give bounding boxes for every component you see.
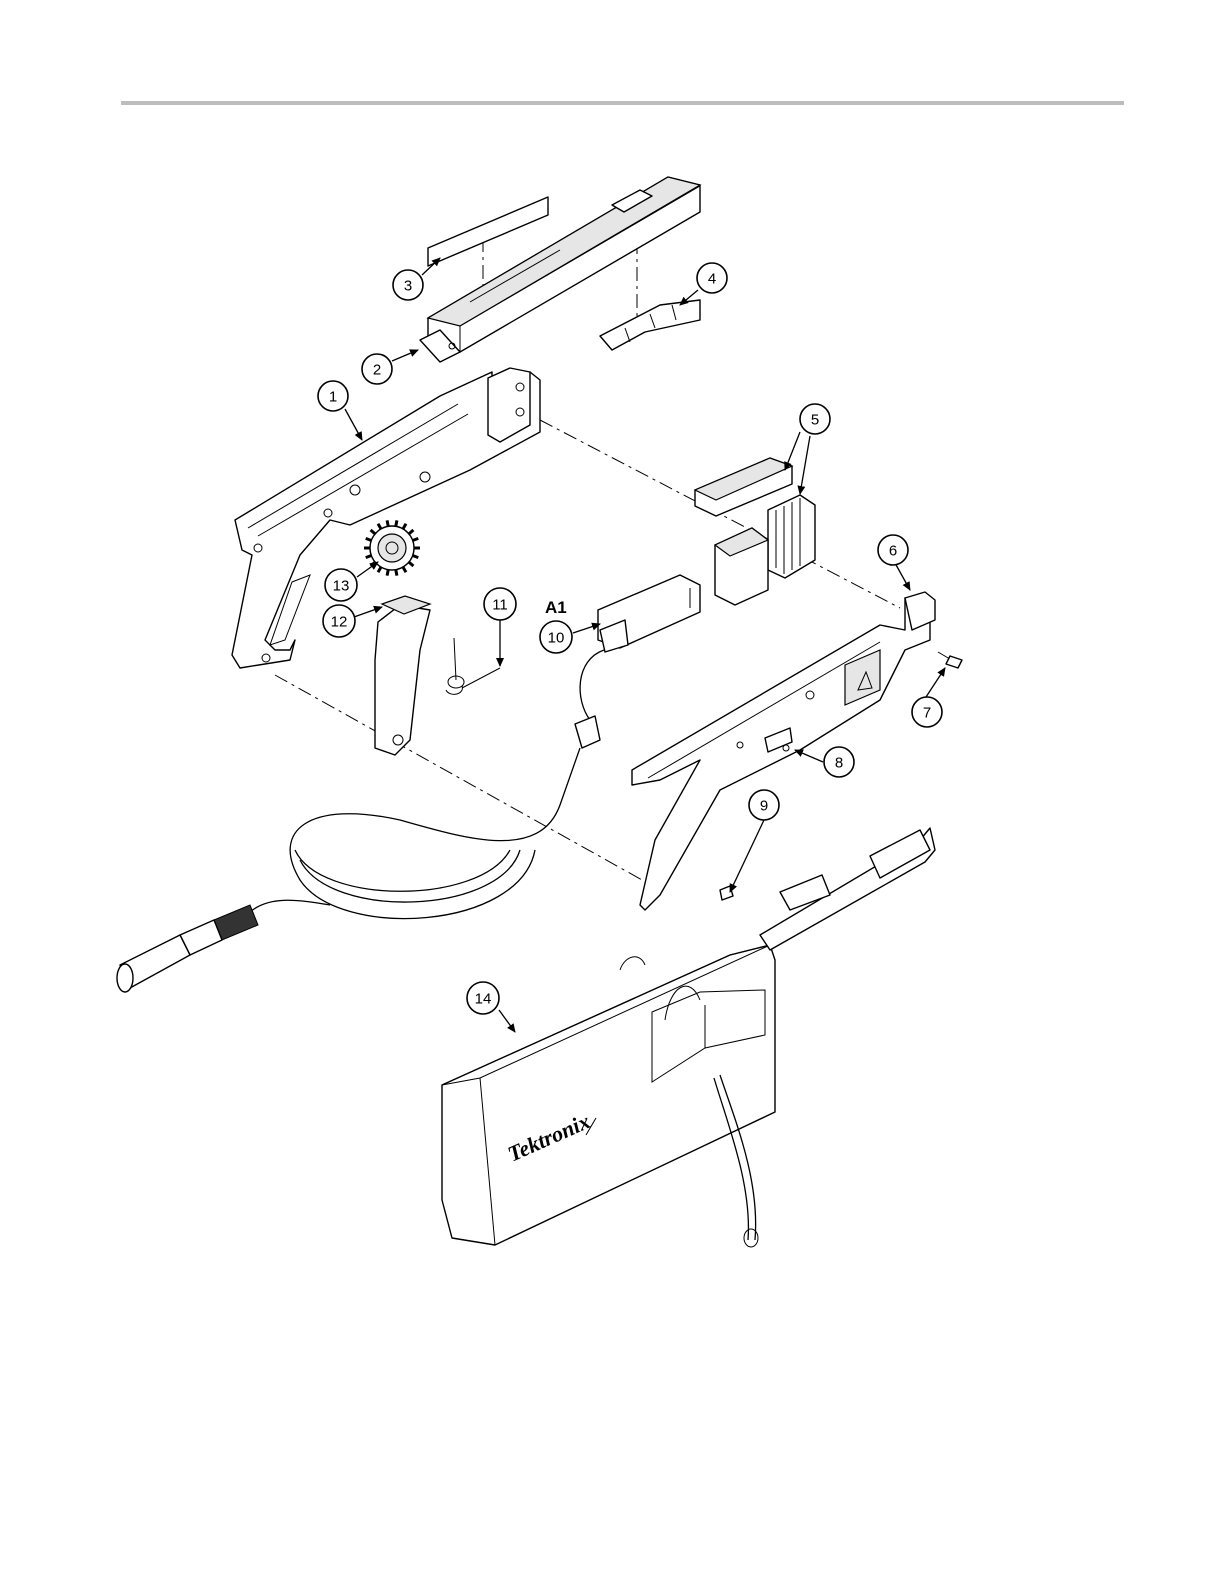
callout-3: 3 <box>393 270 423 300</box>
callout-6: 6 <box>878 535 908 565</box>
callout-4-label: 4 <box>708 271 716 288</box>
gear-tooth <box>413 556 419 558</box>
callout-6-label: 6 <box>889 543 897 560</box>
callout-8: 8 <box>824 747 854 777</box>
callout-2: 2 <box>362 354 392 384</box>
gear-tooth <box>396 570 397 576</box>
callout-14: 14 <box>467 982 499 1014</box>
gear-tooth <box>371 530 376 534</box>
gear-tooth <box>366 538 372 540</box>
callout-7-label: 7 <box>923 705 931 722</box>
lever-part <box>375 596 430 755</box>
callout-3-label: 3 <box>404 278 412 295</box>
gear-tooth <box>409 562 414 566</box>
callout-1-label: 1 <box>329 389 337 406</box>
callout-5: 5 <box>800 404 830 434</box>
gear-tooth <box>378 567 381 572</box>
a1-board-part <box>598 528 768 652</box>
pouch-part <box>442 828 935 1247</box>
callout-8-label: 8 <box>835 755 843 772</box>
label-part <box>428 197 548 266</box>
callout-7: 7 <box>912 697 942 727</box>
callout-13-label: 13 <box>333 578 350 595</box>
callout-11-label: 11 <box>492 597 508 614</box>
callout-13: 13 <box>325 569 357 601</box>
gear-tooth <box>403 524 406 529</box>
callout-10-label: 10 <box>548 630 565 647</box>
callout-11: 11 <box>484 588 516 620</box>
shield-part <box>600 300 700 350</box>
callout-2-label: 2 <box>373 362 381 379</box>
gear-tooth <box>396 520 397 526</box>
gear-tooth <box>378 524 381 529</box>
callout-1: 1 <box>318 381 348 411</box>
callout-9-label: 9 <box>760 798 768 815</box>
callout-12-label: 12 <box>331 614 348 631</box>
gear-tooth <box>387 570 388 576</box>
gear-tooth <box>409 530 414 534</box>
gear-tooth <box>403 567 406 572</box>
gear-tooth <box>413 538 419 540</box>
top-cover-part <box>420 177 700 362</box>
probe-cable <box>117 650 604 992</box>
callout-12: 12 <box>323 605 355 637</box>
callout-14-label: 14 <box>475 991 492 1008</box>
callout-10: 10 <box>540 621 572 653</box>
callout-5-label: 5 <box>811 412 819 429</box>
callout-4: 4 <box>697 263 727 293</box>
assembly-label: A1 <box>545 598 567 617</box>
gear-tooth <box>366 556 372 558</box>
gear-part <box>364 520 420 575</box>
gear-tooth <box>387 520 388 526</box>
callout-9: 9 <box>749 790 779 820</box>
spring-part <box>446 638 500 694</box>
